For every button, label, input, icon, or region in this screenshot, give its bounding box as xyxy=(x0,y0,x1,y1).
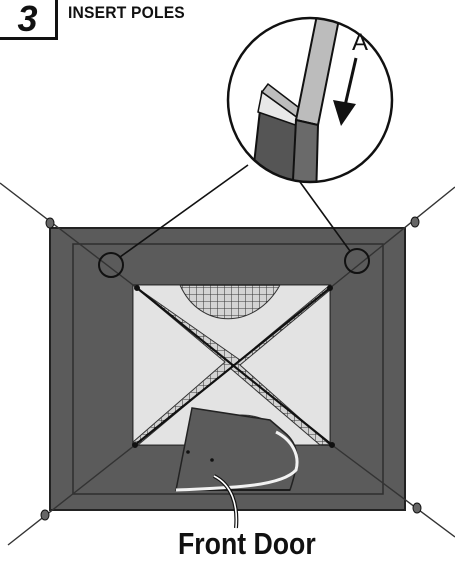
tent-poles xyxy=(133,286,334,447)
highlight-circles xyxy=(98,164,370,278)
front-door-label: Front Door xyxy=(178,526,316,561)
step-title: INSERT POLES xyxy=(68,3,185,22)
guy-lines xyxy=(0,182,455,546)
front-door-flap xyxy=(175,407,299,492)
zoom-detail: A xyxy=(226,16,394,184)
tent-panels xyxy=(131,283,332,447)
corner-stakes xyxy=(40,216,422,521)
pole-callout-label: A xyxy=(352,29,368,56)
step-number: 3 xyxy=(0,0,58,40)
circle-highlight-icon xyxy=(344,248,370,274)
circle-highlight-icon xyxy=(98,252,124,278)
arrow-down-icon xyxy=(333,57,358,126)
